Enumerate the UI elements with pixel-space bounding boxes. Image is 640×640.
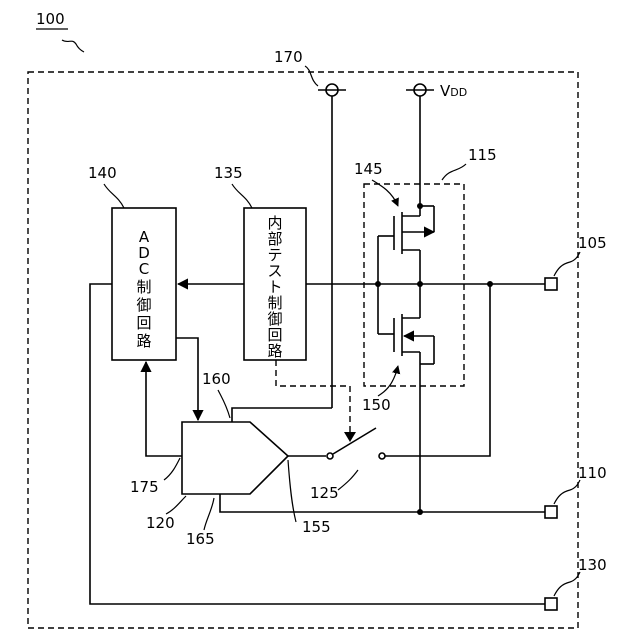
- vdd-label: VDD: [440, 82, 467, 100]
- adc-char: 路: [136, 332, 151, 350]
- label-125: 125: [310, 484, 339, 502]
- label-130: 130: [578, 556, 607, 574]
- leader-115: [442, 164, 466, 180]
- adc-to-adc-control: [146, 362, 182, 456]
- leader-150: [378, 366, 398, 396]
- leader-135: [232, 184, 252, 208]
- label-110: 110: [578, 464, 607, 482]
- label-160: 160: [202, 370, 231, 388]
- adc-control-text: A D C 制 御 回 路: [136, 228, 151, 350]
- leader-130: [554, 572, 580, 596]
- leader-165: [204, 498, 214, 530]
- label-170: 170: [274, 48, 303, 66]
- leader-110: [554, 480, 580, 504]
- nmos-transistor: [394, 284, 434, 512]
- label-135: 135: [214, 164, 243, 182]
- test-char: 路: [267, 342, 282, 360]
- switch-contact-left: [327, 453, 333, 459]
- label-140: 140: [88, 164, 117, 182]
- adc-char: 回: [136, 314, 151, 332]
- leader-175: [164, 458, 180, 480]
- test-control-to-switch: [276, 360, 350, 438]
- pmos-transistor: [394, 203, 434, 284]
- label-115: 115: [468, 146, 497, 164]
- label-175: 175: [130, 478, 159, 496]
- test-control-text: 内 部 テ ス ト 制 御 回 路: [267, 214, 282, 360]
- adc-char: 制: [136, 278, 151, 296]
- leader-160: [218, 390, 230, 418]
- label-150: 150: [362, 396, 391, 414]
- pad-130: [545, 598, 557, 610]
- leader-170: [305, 66, 318, 86]
- vdd-label-sub: DD: [450, 86, 467, 99]
- wire-pad-110: [220, 494, 545, 512]
- wire-switch-to-pad: [385, 284, 490, 456]
- adc-120: [182, 422, 288, 494]
- leader-125: [338, 470, 358, 490]
- switch-contact-right: [379, 453, 385, 459]
- junction: [417, 509, 423, 515]
- switch-blade: [333, 428, 376, 454]
- adc-control-to-adc: [176, 338, 198, 420]
- label-105: 105: [578, 234, 607, 252]
- leader-120: [166, 496, 186, 514]
- adc-char: 御: [136, 296, 151, 314]
- junction: [417, 203, 423, 209]
- adc-char: C: [139, 260, 149, 278]
- pad-110: [545, 506, 557, 518]
- pad-105: [545, 278, 557, 290]
- leader-140: [104, 184, 124, 208]
- label-165: 165: [186, 530, 215, 548]
- figure-number: 100: [36, 10, 65, 28]
- wire-170-to-adc: [232, 408, 332, 422]
- figure-number-leader: [62, 40, 84, 52]
- label-120: 120: [146, 514, 175, 532]
- leader-105: [554, 252, 580, 276]
- label-155: 155: [302, 518, 331, 536]
- label-145: 145: [354, 160, 383, 178]
